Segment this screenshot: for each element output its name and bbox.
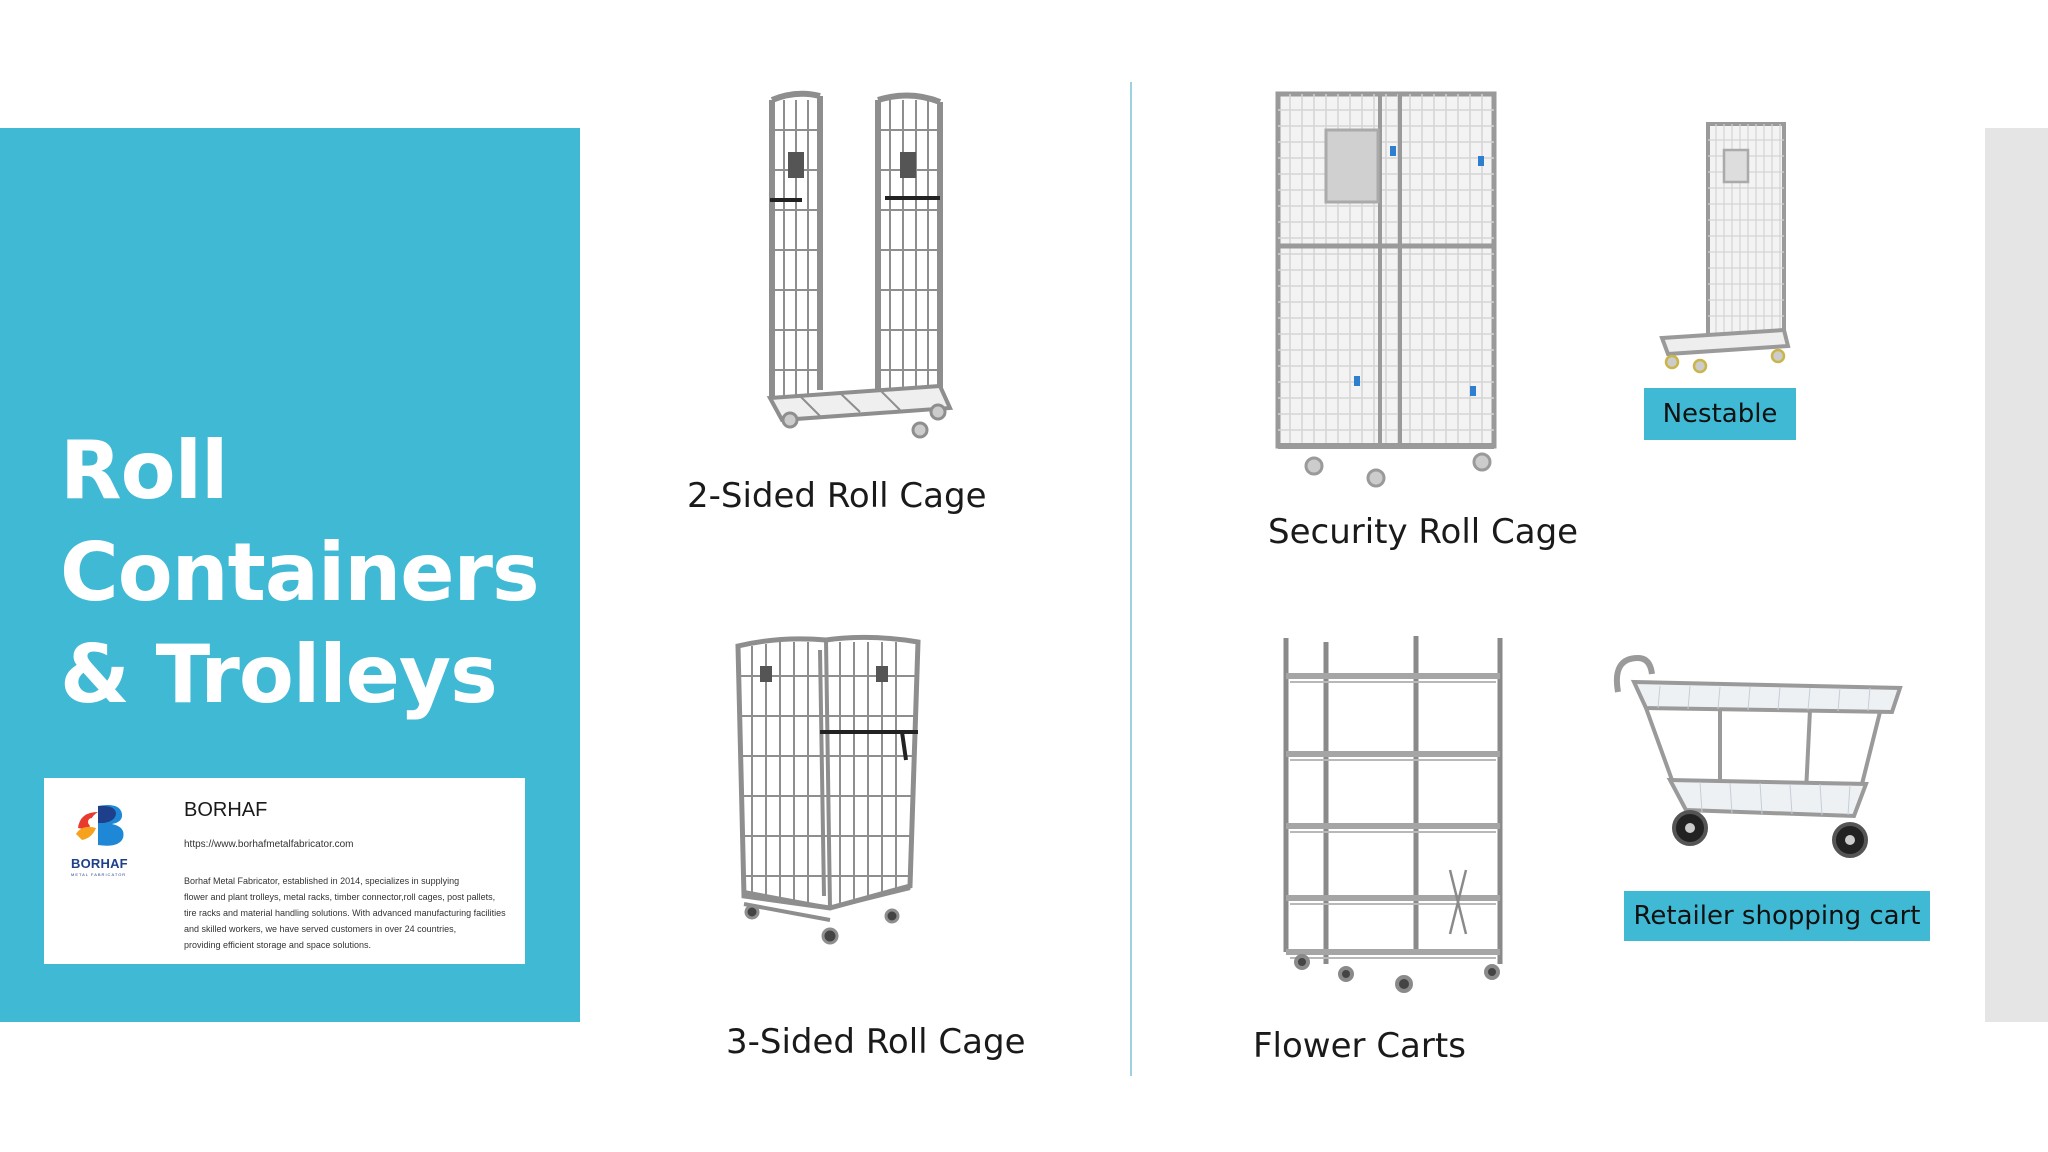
company-url[interactable]: https://www.borhafmetalfabricator.com: [184, 839, 354, 850]
title-line-3: & Trolleys: [60, 628, 498, 721]
company-description: Borhaf Metal Fabricator, established in …: [184, 873, 514, 953]
description-line: and skilled workers, we have served cust…: [184, 924, 457, 934]
title-line-1: Roll: [60, 424, 228, 517]
company-card: BORHAF METAL FABRICATOR BORHAF https://w…: [44, 778, 525, 964]
vertical-divider: [1130, 82, 1132, 1076]
nestable-roll-cage-image: [1659, 122, 1791, 374]
borhaf-logo-icon: [76, 805, 124, 846]
description-line: Borhaf Metal Fabricator, established in …: [184, 876, 460, 886]
security-roll-cage-image: [1275, 91, 1497, 488]
description-line: tire racks and material handling solutio…: [184, 908, 506, 918]
two-sided-roll-cage-image: [766, 90, 954, 439]
description-line: providing efficient storage and space so…: [184, 940, 371, 950]
title-line-2: Containers: [60, 526, 540, 619]
tag-nestable: Nestable: [1644, 388, 1796, 440]
label-security-roll-cage: Security Roll Cage: [1268, 512, 1579, 552]
label-three-sided-roll-cage: 3-Sided Roll Cage: [726, 1022, 1026, 1062]
flower-cart-image: [1283, 636, 1503, 993]
three-sided-roll-cage-image: [735, 634, 921, 945]
company-name: BORHAF: [184, 799, 268, 821]
slide-title: Roll Containers & Trolleys: [60, 420, 580, 726]
side-strip: [1985, 128, 2048, 1022]
label-flower-carts: Flower Carts: [1253, 1026, 1466, 1066]
logo-text: BORHAF: [71, 856, 128, 871]
shopping-cart-image: [1614, 654, 1903, 858]
label-two-sided-roll-cage: 2-Sided Roll Cage: [687, 476, 987, 516]
tag-retailer-shopping-cart: Retailer shopping cart: [1624, 891, 1930, 941]
description-line: flower and plant trolleys, metal racks, …: [184, 892, 496, 902]
logo-subtext: METAL FABRICATOR: [71, 872, 127, 877]
